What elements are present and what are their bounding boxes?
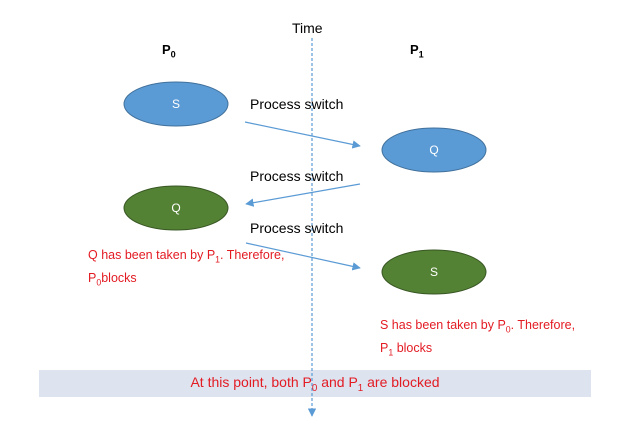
p1-label: P1: [410, 42, 424, 60]
s-node-p0: [123, 81, 229, 127]
process-switch-label: Process switch: [250, 168, 344, 184]
process-switch-label: Process switch: [250, 96, 344, 112]
blocked-banner: [39, 370, 591, 397]
p0-label: P0: [162, 42, 176, 60]
switch-arrow-2: [245, 183, 361, 207]
q-node-p0-label: Q: [171, 201, 181, 215]
switch-arrow-3: [245, 242, 361, 271]
q-node-p1-label: Q: [429, 143, 439, 157]
blocked-banner-text: At this point, both P0 and P1 are blocke…: [190, 374, 440, 394]
switch-arrow-1: [244, 121, 361, 149]
s-node-p0-label: S: [171, 97, 180, 111]
s-node-p1: [381, 249, 487, 295]
q-node-p0: [123, 185, 229, 231]
q-node-p1: [381, 127, 487, 173]
s-node-p1-label: S: [429, 265, 438, 279]
p0-blocked-note: Q has been taken by P1. Therefore, P0blo…: [88, 248, 285, 287]
process-switch-label: Process switch: [250, 220, 344, 236]
time-label: Time: [292, 20, 323, 36]
p1-blocked-note: S has been taken by P0. Therefore, P1 bl…: [380, 318, 576, 357]
